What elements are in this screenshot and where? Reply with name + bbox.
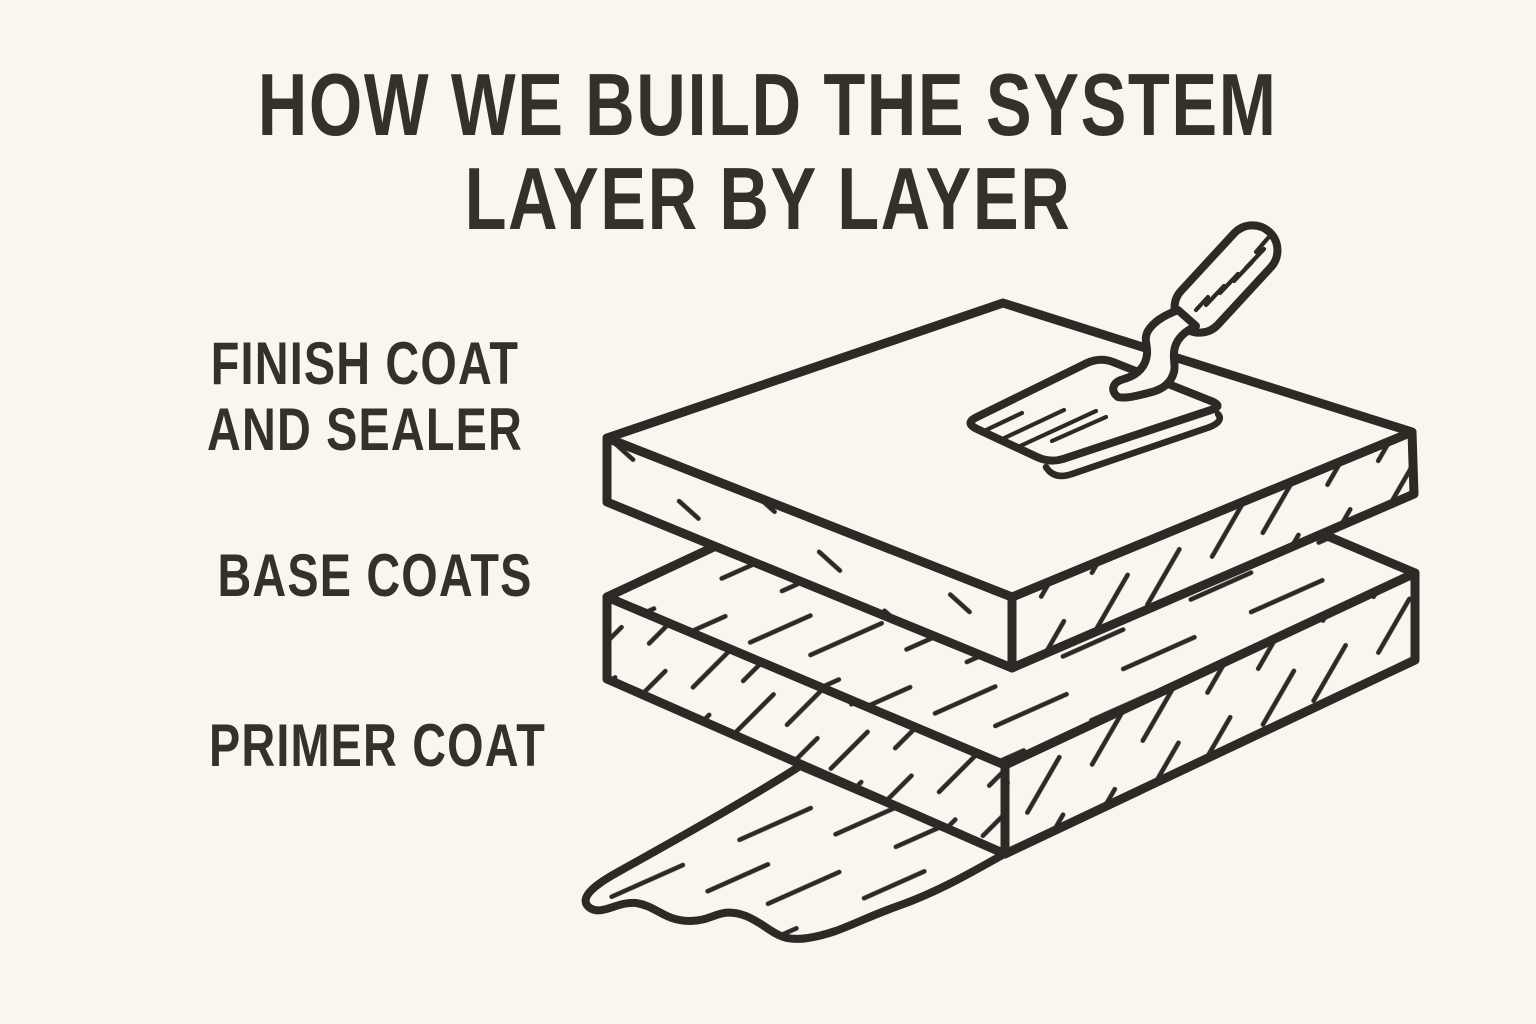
finish-slab-top-face	[602, 298, 1417, 602]
primer-coat-label: PRIMER COAT	[208, 712, 546, 779]
base-slab-left-face-hatching	[607, 597, 1005, 854]
trowel	[966, 221, 1282, 480]
page-title: HOW WE BUILD THE SYSTEM LAYER BY LAYER	[0, 58, 1536, 246]
trowel-blade-hatch	[1015, 408, 1099, 450]
trowel-handle-hatch	[1253, 235, 1271, 255]
page-title-line-1: HOW WE BUILD THE SYSTEM	[258, 55, 1278, 154]
page-title-line-2: LAYER BY LAYER	[464, 149, 1072, 248]
trowel-blade-hatch	[981, 410, 1025, 434]
trowel-blade-hatch	[995, 407, 1067, 444]
trowel-neck	[1109, 306, 1200, 402]
layer-label-finish-coat: FINISH COAT AND SEALER	[150, 331, 580, 463]
trowel-handle-hatch	[1243, 246, 1267, 271]
finish-coat-slab	[602, 298, 1419, 673]
trowel-blade-hatch	[1049, 414, 1109, 444]
trowel-blade-edge	[1042, 410, 1223, 480]
base-coats-label: BASE COATS	[217, 542, 533, 609]
finish-slab-right-face-hatching	[1012, 432, 1414, 668]
finish-coat-label-line-2: AND SEALER	[207, 396, 523, 463]
layer-label-base-coats: BASE COATS	[150, 543, 600, 609]
finish-slab-left-face-hatching	[607, 438, 1012, 668]
layer-label-primer-coat: PRIMER COAT	[150, 713, 605, 779]
base-slab-right-face-hatching	[1005, 573, 1415, 854]
trowel-handle-hatch	[1193, 294, 1211, 313]
finish-coat-label-line-1: FINISH COAT	[210, 330, 520, 397]
